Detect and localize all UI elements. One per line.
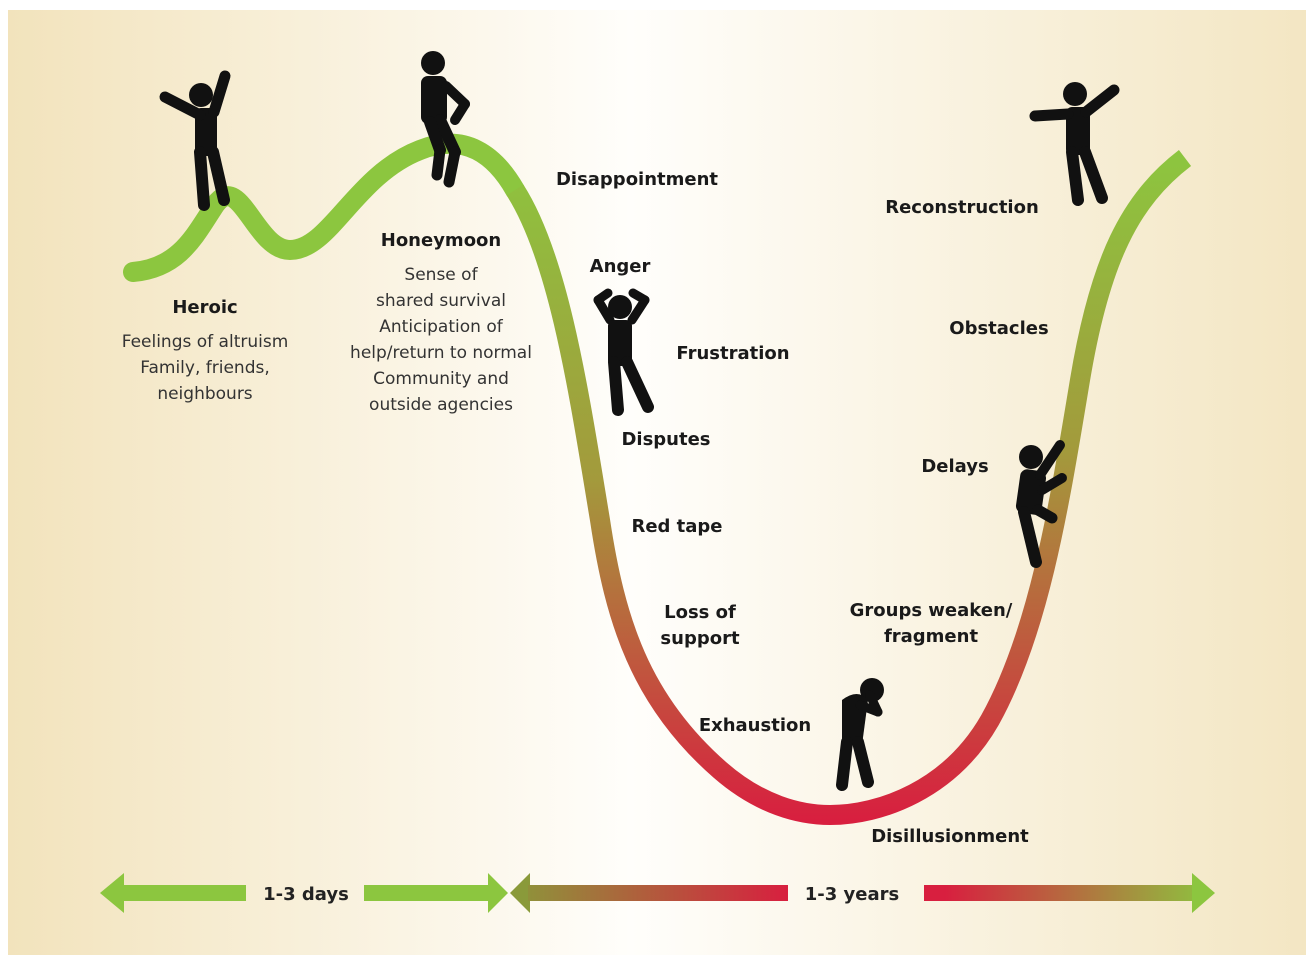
exhausted-person-icon [836,678,884,791]
timeline-years: 1-3 years [510,873,1215,913]
honeymoon-title: Honeymoon [381,230,502,251]
label-red-tape: Red tape [631,516,722,537]
frustrated-person-icon [593,288,654,416]
label-reconstruction: Reconstruction [885,197,1039,218]
honeymoon-line: help/return to normal [350,343,532,363]
heroic-description: Feelings of altruism Family, friends, ne… [122,332,289,404]
label-disappointment: Disappointment [556,169,718,190]
honeymoon-line: Sense of [404,265,478,285]
timeline-days-bar-left [122,885,246,901]
climbing-person-icon [1015,440,1067,568]
heroic-line: Family, friends, [140,358,270,378]
label-anger: Anger [590,256,651,277]
label-delays: Delays [921,456,988,477]
timeline-years-label: 1-3 years [805,884,899,905]
label-disputes: Disputes [621,429,710,450]
arrowhead-left-icon [510,873,530,913]
curve-decline [506,184,831,825]
heroic-title: Heroic [172,297,237,318]
heroic-line: Feelings of altruism [122,332,289,352]
sitting-person-icon [421,51,470,188]
honeymoon-line: outside agencies [369,395,513,415]
arrowhead-left-icon [100,873,124,913]
timeline-days: 1-3 days [100,873,508,913]
honeymoon-line: Anticipation of [379,317,503,337]
timeline-days-bar-right [364,885,490,901]
honeymoon-description: Sense of shared survival Anticipation of… [350,265,532,415]
timeline-years-bar-right [924,885,1194,901]
arrowhead-right-icon [488,873,508,913]
label-disillusionment: Disillusionment [871,826,1029,847]
honeymoon-line: shared survival [376,291,506,311]
label-loss-of-support: Loss of [664,602,736,623]
label-obstacles: Obstacles [949,318,1048,339]
label-loss-of-support: support [660,628,740,649]
honeymoon-line: Community and [373,369,509,389]
label-groups-weaken: Groups weaken/ [850,600,1013,621]
heroic-line: neighbours [157,384,252,404]
label-groups-weaken: fragment [884,626,979,647]
timeline-days-label: 1-3 days [263,884,349,905]
timeline-years-bar-left [528,885,788,901]
pointing-person-icon [1029,82,1120,206]
label-frustration: Frustration [676,343,789,364]
celebrating-person-icon [159,70,231,211]
arrowhead-right-icon [1192,873,1215,913]
label-exhaustion: Exhaustion [699,715,811,736]
curve-recovery [829,150,1192,825]
